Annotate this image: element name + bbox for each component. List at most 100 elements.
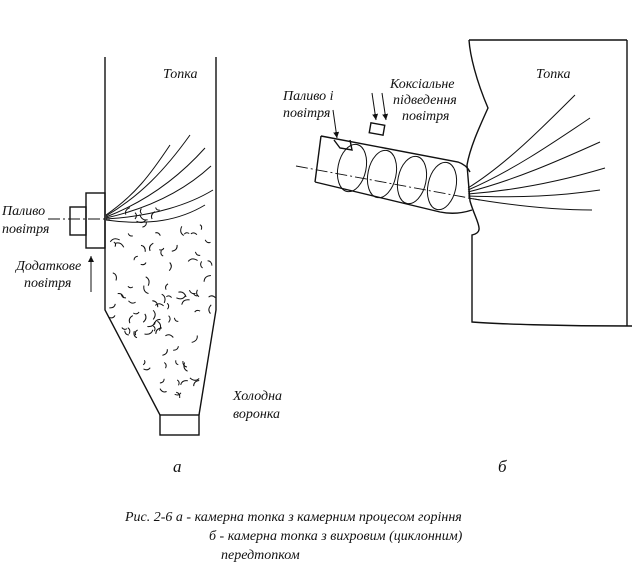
fuel-particle (173, 317, 179, 322)
fuel-particle (157, 320, 162, 331)
fuel-particle (189, 377, 200, 381)
coaxial-label-line1: Коксіальне (389, 77, 455, 92)
furnace-a-label: Топка (163, 67, 197, 82)
coaxial-label-line3: повітря (402, 109, 449, 124)
furnace-a-left-wall (104, 57, 161, 416)
fuel-particle (159, 378, 165, 384)
caption-line-1: Рис. 2-6 а - камерна топка з камерним пр… (125, 510, 462, 525)
diagram-a: Топка Паливо повітря Додаткове повітря Х… (1, 57, 282, 476)
fuel-particle (128, 315, 134, 324)
sublabel-a: а (173, 457, 182, 476)
coaxial-air-port (368, 122, 386, 136)
fuel-particle (176, 295, 186, 300)
fuel-particle (127, 286, 134, 289)
fuel-particle (114, 242, 125, 248)
fuel-particle (190, 232, 198, 236)
fuel-particle (199, 224, 203, 230)
fuel-particle (134, 212, 137, 220)
fuel-particle (124, 330, 129, 336)
fuel-particle (127, 233, 133, 237)
fuel-particle (183, 232, 190, 235)
fuel-particle (181, 299, 190, 305)
fuel-particle (168, 262, 172, 272)
fuel-particle (143, 367, 151, 371)
fuel-particle (166, 302, 170, 310)
fuel-particle (154, 318, 161, 325)
sublabel-b: б (498, 457, 507, 476)
coaxial-air-arrow-2 (381, 92, 389, 121)
coaxial-air-arrow-1 (371, 92, 379, 121)
fuel-particle (120, 293, 127, 299)
fuel-air-label-b-line1: Паливо і (282, 89, 334, 104)
secondary-air-label-line1: Додаткове (14, 259, 81, 274)
fuel-particle (150, 211, 156, 220)
fuel-particle (127, 327, 131, 335)
fuel-particle (109, 303, 116, 309)
fuel-particle (133, 311, 140, 315)
burner-a-inner (69, 206, 87, 236)
fuel-particle (144, 329, 154, 335)
fuel-particle (180, 380, 188, 386)
fuel-particle (155, 327, 162, 334)
fuel-label-a-line1: Паливо (1, 204, 45, 219)
fuel-particle (174, 392, 182, 396)
fuel-particle (140, 262, 147, 266)
flame-jets-b (467, 94, 606, 211)
fuel-particle (142, 359, 146, 366)
fuel-particle (154, 303, 164, 307)
fuel-particle (187, 258, 198, 262)
fuel-particle (178, 291, 187, 298)
furnace-a-right-wall (198, 57, 217, 416)
fuel-particle (168, 315, 171, 323)
fuel-particle (193, 380, 200, 387)
fuel-particle (196, 289, 200, 298)
cyclone-axis (295, 165, 481, 201)
fuel-air-label-b-line2: повітря (283, 106, 330, 121)
swirl-helix (336, 143, 458, 211)
fuel-particle (125, 207, 131, 215)
fuel-particle (160, 250, 164, 257)
fuel-particle (180, 226, 185, 236)
fuel-particle (109, 238, 120, 243)
fuel-particle (143, 285, 149, 294)
flame-jets-a (105, 134, 214, 223)
fuel-particle (142, 222, 147, 228)
fuel-particle (159, 247, 165, 251)
fuel-particle (155, 207, 160, 211)
fuel-particle (194, 309, 201, 313)
fuel-particle (121, 327, 128, 330)
fuel-particle (175, 360, 179, 366)
cold-hopper-box (159, 414, 200, 436)
fuel-particle (155, 232, 161, 236)
fuel-particle (142, 313, 147, 323)
fuel-particle (112, 272, 117, 281)
furnace-b-label: Топка (536, 67, 570, 82)
fuel-particle (165, 334, 174, 338)
fuel-air-arrow-b (332, 109, 340, 139)
fuel-particle (194, 251, 201, 256)
fuel-particle (128, 300, 136, 304)
fuel-particle (200, 261, 203, 269)
fuel-particle (139, 214, 148, 221)
hopper-label-line2: воронка (233, 407, 280, 422)
hopper-label-line1: Холодна (232, 389, 282, 404)
diagram-b: Топка Паливо і повітря Коксіальне підвед… (282, 39, 633, 476)
caption-line-2: б - камерна топка з вихровим (циклонним) (209, 529, 463, 544)
fuel-particle (149, 242, 154, 252)
fuel-particle (208, 295, 216, 298)
fuel-particle (139, 208, 142, 215)
fuel-particle (145, 276, 150, 286)
fuel-particle (136, 219, 147, 224)
fuel-particle (191, 335, 198, 343)
cyclone-body (314, 135, 473, 215)
fuel-particle (140, 244, 146, 252)
fuel-particle (133, 255, 138, 261)
fuel-particle (161, 293, 166, 304)
fuel-particle (166, 295, 172, 298)
fuel-particle (165, 283, 169, 290)
fuel-particle (133, 330, 138, 339)
fuel-particle (207, 260, 213, 266)
fuel-particle (204, 239, 211, 244)
burner-a-outer (85, 192, 106, 249)
